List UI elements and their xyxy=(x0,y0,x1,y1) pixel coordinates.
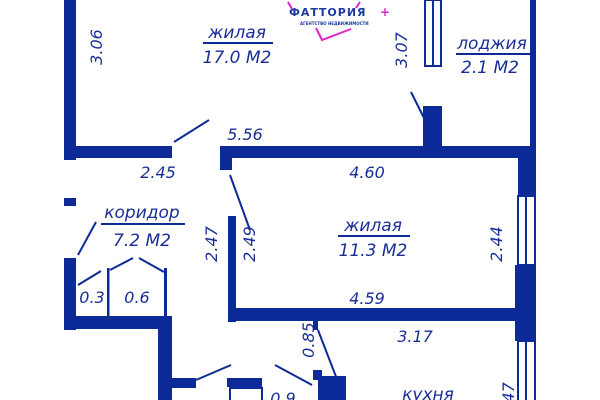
dim-4-59: 4.59 xyxy=(349,289,385,308)
walls xyxy=(64,0,536,400)
wall-notch xyxy=(220,146,232,170)
dimension-labels: 3.06 3.07 5.56 2.45 4.60 2.47 2.49 2.44 … xyxy=(79,29,518,400)
room-name-living-small: жилая xyxy=(343,216,402,236)
dim-2-49: 2.49 xyxy=(240,226,259,262)
wall-bath-stub xyxy=(172,378,196,388)
wall-kitchen-post xyxy=(313,370,322,380)
door-bath xyxy=(195,364,232,381)
wall-bath-left xyxy=(158,316,172,400)
dim-5-56: 5.56 xyxy=(227,125,263,144)
wall-loggia-outer xyxy=(530,0,536,150)
door-kitchen xyxy=(317,329,341,388)
room-area-living-large: 17.0 М2 xyxy=(203,48,272,68)
door-loggia xyxy=(410,91,425,119)
wall-right-middle xyxy=(515,265,536,341)
pillar xyxy=(423,106,442,152)
wall-closets-bottom xyxy=(64,316,172,329)
wall-bedroom-kitchen xyxy=(228,308,520,321)
wall-left-stub xyxy=(64,198,76,206)
room-area-loggia: 2.1 М2 xyxy=(461,58,519,78)
dim-0-9: 0.9 xyxy=(270,389,295,400)
closet-right xyxy=(164,268,167,318)
dim-4-60: 4.60 xyxy=(349,163,385,182)
room-name-kitchen: кухня xyxy=(402,385,454,400)
logo: ФАТТОРИЯ + АГЕНТСТВО НЕДВИЖИМОСТИ xyxy=(287,1,390,42)
wall-left-upper xyxy=(64,0,76,160)
wall-living-bedroom xyxy=(220,146,535,158)
logo-subtitle: АГЕНТСТВО НЕДВИЖИМОСТИ xyxy=(300,21,369,26)
room-area-corridor: 7.2 М2 xyxy=(113,231,171,251)
door-closet-1 xyxy=(77,270,102,286)
door-bedroom xyxy=(229,174,251,231)
dim-3-06: 3.06 xyxy=(87,29,106,65)
logo-mark-right xyxy=(355,1,361,9)
dim-2-45: 2.45 xyxy=(140,163,176,182)
wall-bedroom-left xyxy=(228,216,236,322)
door-closet-2a xyxy=(109,257,134,271)
door-living xyxy=(173,119,210,143)
dim-3-17: 3.17 xyxy=(397,327,433,346)
wall-right-upper xyxy=(518,146,536,196)
room-name-corridor: коридор xyxy=(104,203,180,223)
room-area-living-small: 11.3 М2 xyxy=(339,241,408,261)
wall-tick xyxy=(313,320,318,330)
logo-mark-left xyxy=(287,1,293,10)
door-closet-2b xyxy=(138,257,165,273)
dim-2-47: 2.47 xyxy=(202,225,221,261)
room-name-living-large: жилая xyxy=(207,23,266,43)
door-entrance xyxy=(77,221,97,256)
room-name-loggia: лоджия xyxy=(456,34,527,54)
wall-left-lower xyxy=(64,258,76,330)
logo-name: ФАТТОРИЯ xyxy=(289,6,367,19)
wall-small-block xyxy=(227,378,262,387)
closet-divider xyxy=(107,268,110,318)
dim-3-07: 3.07 xyxy=(392,31,411,67)
logo-chevron xyxy=(315,27,352,42)
dim-2-44: 2.44 xyxy=(487,226,506,262)
windows xyxy=(424,0,536,400)
door-wc xyxy=(274,364,313,386)
fixture xyxy=(229,387,263,400)
dim-0-3: 0.3 xyxy=(79,288,104,307)
logo-plus: + xyxy=(380,5,390,19)
wall-kitchen-block xyxy=(318,376,346,400)
doors xyxy=(77,91,425,388)
dim-0-85: 0.85 xyxy=(299,322,318,358)
dim-0-6: 0.6 xyxy=(124,288,149,307)
dim-1-47: 1.47 xyxy=(499,381,518,400)
room-labels: жилая 17.0 М2 лоджия 2.1 М2 коридор 7.2 … xyxy=(101,23,530,400)
wall-living-corridor-left xyxy=(64,146,172,158)
